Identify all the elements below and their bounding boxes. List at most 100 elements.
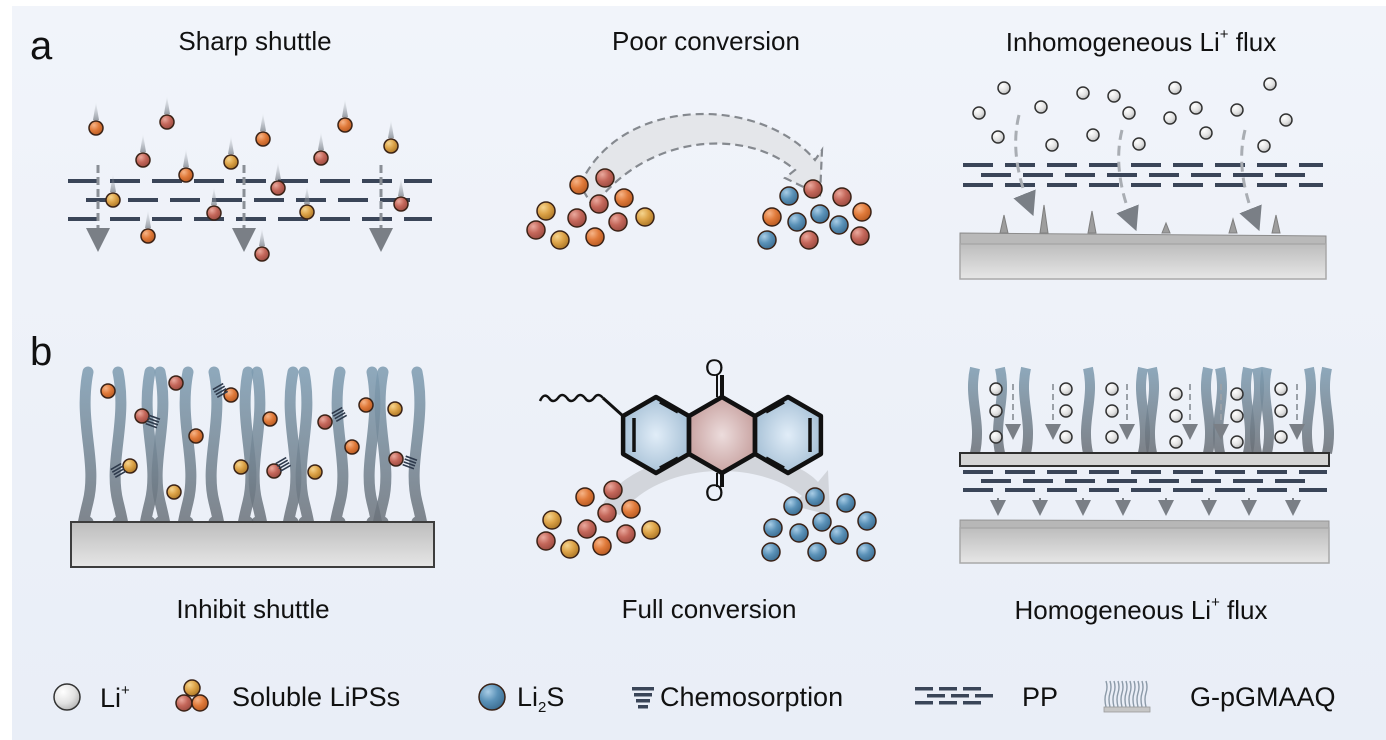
double-bond-line — [765, 456, 785, 470]
li-ion-particle — [1059, 404, 1073, 418]
lipss-particle — [168, 375, 184, 391]
chemosorption-line — [403, 461, 416, 467]
li-ion-particle — [1122, 106, 1136, 120]
substrate-electrode — [70, 521, 435, 568]
polymer-brush-chain — [408, 366, 429, 541]
pp-segment — [915, 701, 933, 705]
li-ion-particle — [1169, 387, 1183, 401]
li-ion-particle — [1199, 126, 1213, 140]
lipss-particle — [608, 212, 628, 232]
li-ion-particle — [1059, 382, 1073, 396]
title-poor-conversion: Poor conversion — [612, 26, 800, 56]
legend-li2s: Li2S — [517, 682, 565, 716]
lipss-particle — [100, 383, 116, 399]
lipss-particle — [621, 499, 641, 519]
motion-trail — [164, 96, 170, 114]
carbonyl-oxygen-bottom: O — [705, 480, 724, 507]
brush-substrate — [1103, 706, 1151, 713]
lithium-dendrite — [1228, 217, 1238, 234]
lipss-particle — [233, 459, 249, 475]
motion-trail — [93, 102, 99, 120]
lipss-particle — [270, 180, 286, 196]
lipss-particle — [799, 230, 819, 250]
legend-pp: PP — [1022, 682, 1059, 712]
lipss-particle — [592, 536, 612, 556]
lithium-surface-layer — [959, 232, 1327, 246]
lithium-dendrite — [1161, 221, 1171, 234]
lipss-particle — [852, 202, 872, 222]
polymer-brush-chain — [967, 366, 983, 455]
lipss-particle — [569, 175, 589, 195]
lipss-particle — [178, 167, 194, 183]
polymer-brush-chain — [1018, 366, 1034, 455]
chemosorption-line — [110, 462, 122, 471]
lithium-anode — [959, 243, 1327, 280]
chemosorption-line — [275, 456, 287, 465]
polymer-brush-chain — [236, 366, 257, 541]
polymer-brush-chain — [138, 366, 159, 541]
li-ion-particle — [1086, 128, 1100, 142]
li-ion-particle — [1274, 430, 1288, 444]
chemosorption-line — [216, 390, 229, 399]
panel-b-label: b — [30, 330, 53, 374]
lipss-particle — [597, 503, 617, 523]
chemosorption-line — [332, 409, 345, 417]
lipss-particle — [358, 397, 374, 413]
li2s-particle — [757, 230, 777, 250]
lipss-particle — [762, 207, 782, 227]
li-ion-particle — [1076, 86, 1090, 100]
chemosorption-mark — [275, 456, 292, 473]
polymer-brush-chain — [1259, 366, 1275, 455]
motion-trail — [304, 186, 310, 204]
li-ion-particle — [989, 404, 1003, 418]
li-ion-particle — [1274, 382, 1288, 396]
legend-chemosorption: Chemosorption — [660, 682, 844, 712]
brush-strand — [1124, 680, 1128, 708]
lipss-particle — [526, 220, 546, 240]
lipss-particle — [254, 246, 270, 262]
li-ion-particle — [1257, 139, 1271, 153]
li-ion-particle — [1107, 89, 1121, 103]
li2s-particle — [783, 496, 803, 516]
chemosorption-mark — [145, 414, 161, 429]
lipss-particle — [166, 484, 182, 500]
polymer-brush-chain — [248, 366, 269, 541]
polymer-brush-chain — [281, 366, 302, 541]
chemosorption-line — [145, 422, 158, 429]
double-bond-line — [659, 456, 679, 470]
polymer-brush-chain — [1240, 366, 1256, 455]
li-ion-particle — [1189, 101, 1203, 115]
lipss-particle — [337, 117, 353, 133]
li-ion-particle — [1230, 435, 1244, 449]
brush-strand — [1136, 680, 1140, 708]
motion-trail — [228, 136, 234, 154]
li-flux-arrow — [1116, 129, 1139, 232]
lipss-particle — [589, 194, 609, 214]
lipss-particle — [577, 519, 597, 539]
lithium-dendrite — [1087, 210, 1097, 234]
chemosorption-line — [404, 458, 417, 464]
pp-segment — [951, 694, 969, 698]
chemosorption-line — [331, 406, 343, 415]
li-ion-particle — [972, 106, 986, 120]
li-ion-particle — [1274, 404, 1288, 418]
chemosorption-line — [147, 417, 160, 423]
chemosorption-bar — [632, 687, 654, 691]
li2s-particle — [787, 212, 807, 232]
lipss-particle — [542, 510, 562, 530]
li-ion-particle — [1105, 382, 1119, 396]
brush-strand — [1108, 680, 1112, 708]
lipss-particle — [140, 228, 156, 244]
polymer-brush-chain — [151, 366, 172, 541]
double-bond-line — [659, 400, 679, 414]
li-ion-particle — [1169, 435, 1183, 449]
lipss-particle — [262, 411, 278, 427]
polymer-brush-chain — [176, 366, 197, 541]
chemosorption-line — [213, 385, 226, 393]
lipss-particle — [388, 451, 404, 467]
legend-li-ion: Li+ — [100, 682, 130, 713]
lipss-particle — [536, 201, 556, 221]
li-ion-particle — [1279, 113, 1293, 127]
li-ion-particle — [1168, 81, 1182, 95]
substituent-bond — [601, 396, 625, 418]
